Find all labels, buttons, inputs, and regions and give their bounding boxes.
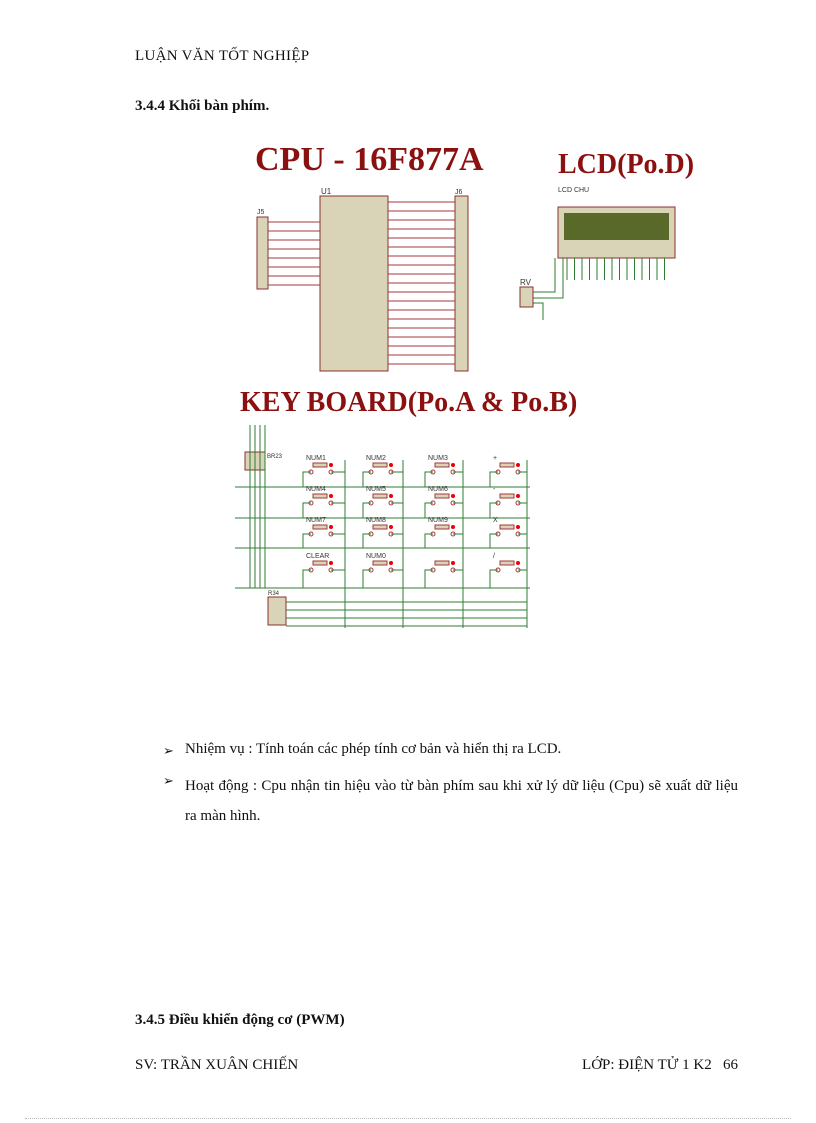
key-pin (516, 561, 520, 565)
lcd-screen (564, 213, 669, 240)
key-switch (499, 462, 515, 468)
connector-left (256, 216, 269, 290)
key-pin (389, 561, 393, 565)
key-switch (312, 524, 328, 530)
key-label: + (493, 455, 497, 462)
key-wire (302, 502, 345, 518)
key-label: NUM8 (366, 517, 386, 524)
key-wire (302, 569, 345, 588)
page-border (25, 1118, 791, 1119)
footer-student: SV: TRẦN XUÂN CHIẾN (135, 1057, 299, 1073)
running-header: LUẬN VĂN TỐT NGHIỆP (135, 48, 310, 64)
key-pin (516, 525, 520, 529)
key-label: X (493, 517, 498, 524)
key-pin (516, 494, 520, 498)
pack-top-ref: BR23 (267, 454, 283, 460)
key-pin (389, 463, 393, 467)
footer-right: LỚP: ĐIỆN TỬ 1 K2 66 (582, 1057, 738, 1074)
cpu-chip (319, 195, 389, 372)
resistor-pack-bottom (267, 596, 287, 626)
key-switch (312, 560, 328, 566)
key-label: NUM4 (306, 486, 326, 493)
key-wire (489, 569, 527, 588)
key-pin (329, 494, 333, 498)
key-switch (499, 560, 515, 566)
key-pin (389, 494, 393, 498)
key-switch (312, 462, 328, 468)
key-label: NUM7 (306, 517, 326, 524)
key-label: NUM5 (366, 486, 386, 493)
key-switch (372, 462, 388, 468)
key-pin (516, 463, 520, 467)
key-pin (451, 494, 455, 498)
key-label: NUM0 (366, 553, 386, 560)
section-heading: 3.4.4 Khối bàn phím. (135, 98, 270, 114)
key-label: NUM1 (306, 455, 326, 462)
pack-bottom-ref: R34 (268, 591, 280, 597)
key-pin (389, 525, 393, 529)
lcd-title: LCD(Po.D) (558, 149, 694, 180)
key-pin (451, 463, 455, 467)
lcd-ref: LCD CHU (558, 187, 589, 194)
section-heading: 3.4.5 Điều khiển động cơ (PWM) (135, 1012, 345, 1028)
key-pin (329, 561, 333, 565)
key-wire (489, 502, 527, 518)
key-switch (372, 560, 388, 566)
key-pin (451, 561, 455, 565)
key-label: NUM6 (428, 486, 448, 493)
key-label: / (493, 553, 495, 560)
rv-ref: RV (520, 278, 532, 287)
cpu-ref: U1 (321, 187, 332, 196)
key-wire (424, 533, 463, 548)
arrow-bullet-icon: ➢ (163, 743, 174, 758)
key-wire (362, 471, 403, 487)
key-switch (499, 524, 515, 530)
keyboard-schematic: CPU - 16F877A LCD(Po.D) KEY BOARD(Po.A &… (235, 141, 694, 628)
key-wire (362, 569, 403, 588)
key-label: - (493, 486, 496, 493)
bullet-text: Nhiệm vụ : Tính toán các phép tính cơ bả… (185, 741, 562, 757)
connector-right-ref: J6 (455, 189, 463, 196)
connector-right (454, 195, 469, 372)
page-number: 66 (723, 1057, 738, 1073)
key-label: NUM9 (428, 517, 448, 524)
key-wire (302, 533, 345, 548)
key-switch (499, 493, 515, 499)
key-label: NUM2 (366, 455, 386, 462)
connector-left-ref: J5 (257, 209, 265, 216)
key-switch (372, 524, 388, 530)
key-label: CLEAR (306, 553, 329, 560)
key-pin (329, 525, 333, 529)
key-wire (424, 471, 463, 487)
cpu-title: CPU - 16F877A (255, 141, 484, 178)
key-switch (312, 493, 328, 499)
key-label: NUM3 (428, 455, 448, 462)
key-wire (302, 471, 345, 487)
key-wire (362, 502, 403, 518)
footer-class: LỚP: ĐIỆN TỬ 1 K2 (582, 1057, 712, 1073)
key-pin (329, 463, 333, 467)
wire (533, 258, 564, 320)
key-wire (424, 502, 463, 518)
key-pin (451, 525, 455, 529)
key-switch (434, 493, 450, 499)
key-switch (372, 493, 388, 499)
key-switch (434, 462, 450, 468)
arrow-bullet-icon: ➢ (163, 773, 174, 788)
key-wire (489, 533, 527, 548)
key-wire (489, 471, 527, 487)
bullet-text: Hoạt động : Cpu nhận tin hiệu vào từ bàn… (185, 778, 738, 824)
keyboard-title: KEY BOARD(Po.A & Po.B) (240, 387, 577, 418)
key-switch (434, 524, 450, 530)
potentiometer (519, 286, 534, 308)
key-wire (362, 533, 403, 548)
key-switch (434, 560, 450, 566)
key-wire (424, 569, 463, 588)
